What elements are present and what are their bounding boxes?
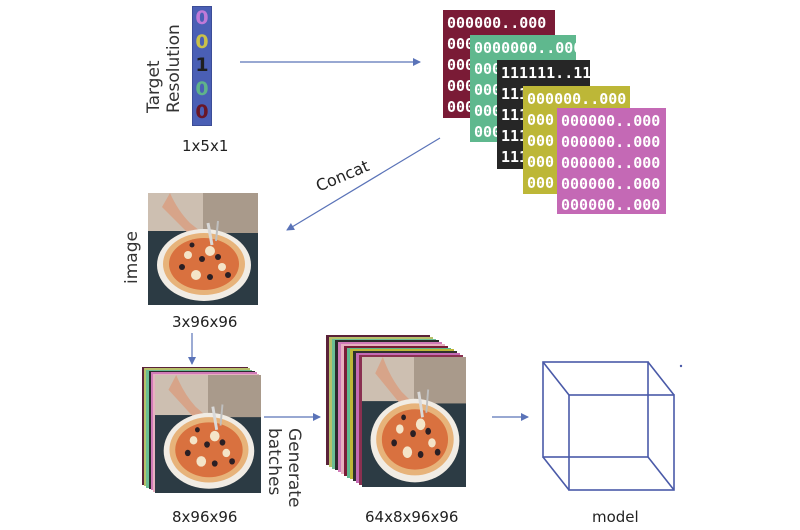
card-row: 000 <box>474 81 502 99</box>
card-row: 000 <box>527 132 555 150</box>
card-row: 000000..000 <box>561 133 661 151</box>
card-row: 000000..000 <box>561 112 661 130</box>
vector-shape-label: 1x5x1 <box>182 137 229 155</box>
card-row: 111111..111 <box>501 64 590 82</box>
vector-digit: 0 <box>195 101 209 124</box>
card-row: 000 <box>474 60 502 78</box>
target-resolution-vector: 0 0 1 0 0 <box>192 6 212 126</box>
arrow-down-left-icon <box>286 137 441 231</box>
card-row: 000 <box>474 123 502 141</box>
encoding-card: 000000..000 000000..000 000000..000 000000.… <box>557 108 666 214</box>
card-row: 111 <box>501 106 529 124</box>
card-row: 000000..000 <box>561 154 661 172</box>
pizza-photo <box>362 356 466 487</box>
card-row: 000000..000 <box>561 175 661 193</box>
card-row: 000000..000 <box>561 196 661 214</box>
card-row: 000 <box>447 35 475 53</box>
card-row: 111 <box>501 148 529 166</box>
small-image-stack <box>142 367 262 497</box>
card-row: 000 <box>527 174 555 192</box>
card-row: 000 <box>527 153 555 171</box>
image-shape-label: 3x96x96 <box>172 313 238 331</box>
pizza-photo <box>155 374 262 493</box>
card-row: 000 <box>447 56 475 74</box>
large-image-stack <box>326 335 466 499</box>
model-label: model <box>592 508 639 526</box>
small-stack-shape-label: 8x96x96 <box>172 508 238 526</box>
card-row: 000 <box>447 98 475 116</box>
pizza-photo <box>148 193 258 305</box>
vector-digit: 0 <box>195 7 209 29</box>
cube-icon <box>542 361 675 491</box>
card-row: 0000000..000 <box>474 39 576 57</box>
vector-digit: 0 <box>195 30 209 53</box>
card-row: 000000..000 <box>527 90 627 108</box>
stray-dot <box>679 364 683 368</box>
card-row: 000 <box>447 77 475 95</box>
card-row: 000 <box>527 111 555 129</box>
card-row: 000 <box>474 102 502 120</box>
target-resolution-label: Target Resolution <box>144 24 184 113</box>
vector-digit: 1 <box>195 54 209 77</box>
card-row: 111 <box>501 85 529 103</box>
generate-batches-label: Generate batches <box>264 428 304 508</box>
image-label: image <box>122 231 142 284</box>
card-row: 111 <box>501 127 529 145</box>
vector-digit: 0 <box>195 77 209 100</box>
large-stack-shape-label: 64x8x96x96 <box>365 508 459 526</box>
card-row: 000000..000 <box>447 14 547 32</box>
